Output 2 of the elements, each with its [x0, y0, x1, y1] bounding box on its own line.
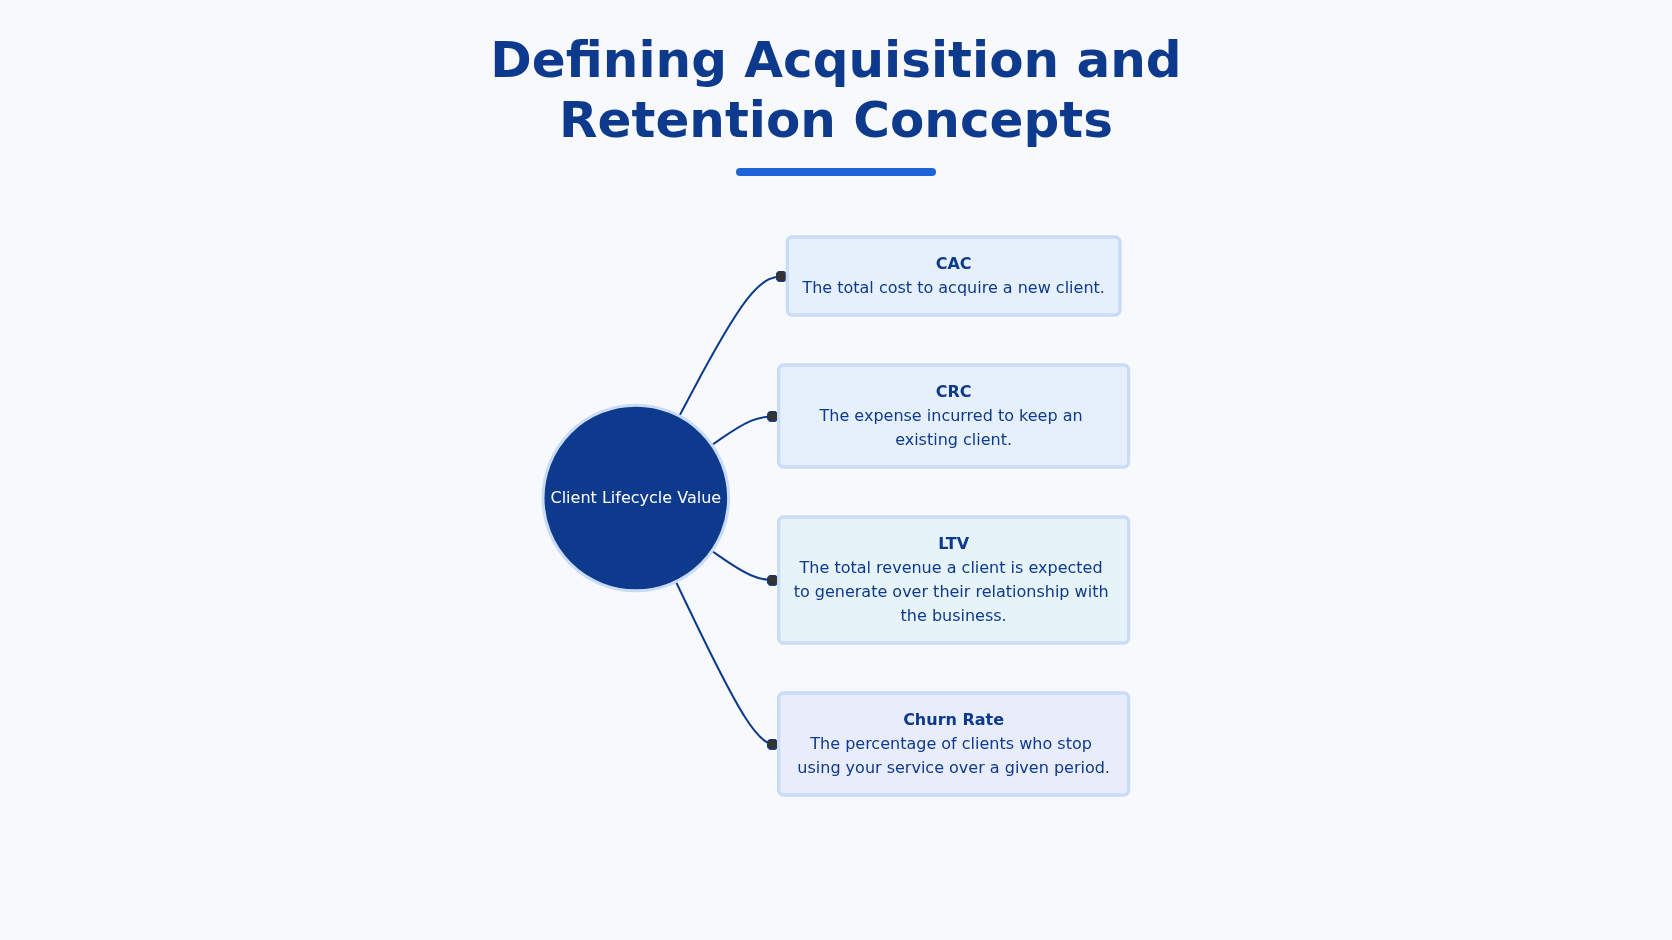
node-circle: Client Lifecycle Value [541, 403, 731, 593]
title: Defining Acquisition and Retention Concepts [489, 30, 1183, 150]
